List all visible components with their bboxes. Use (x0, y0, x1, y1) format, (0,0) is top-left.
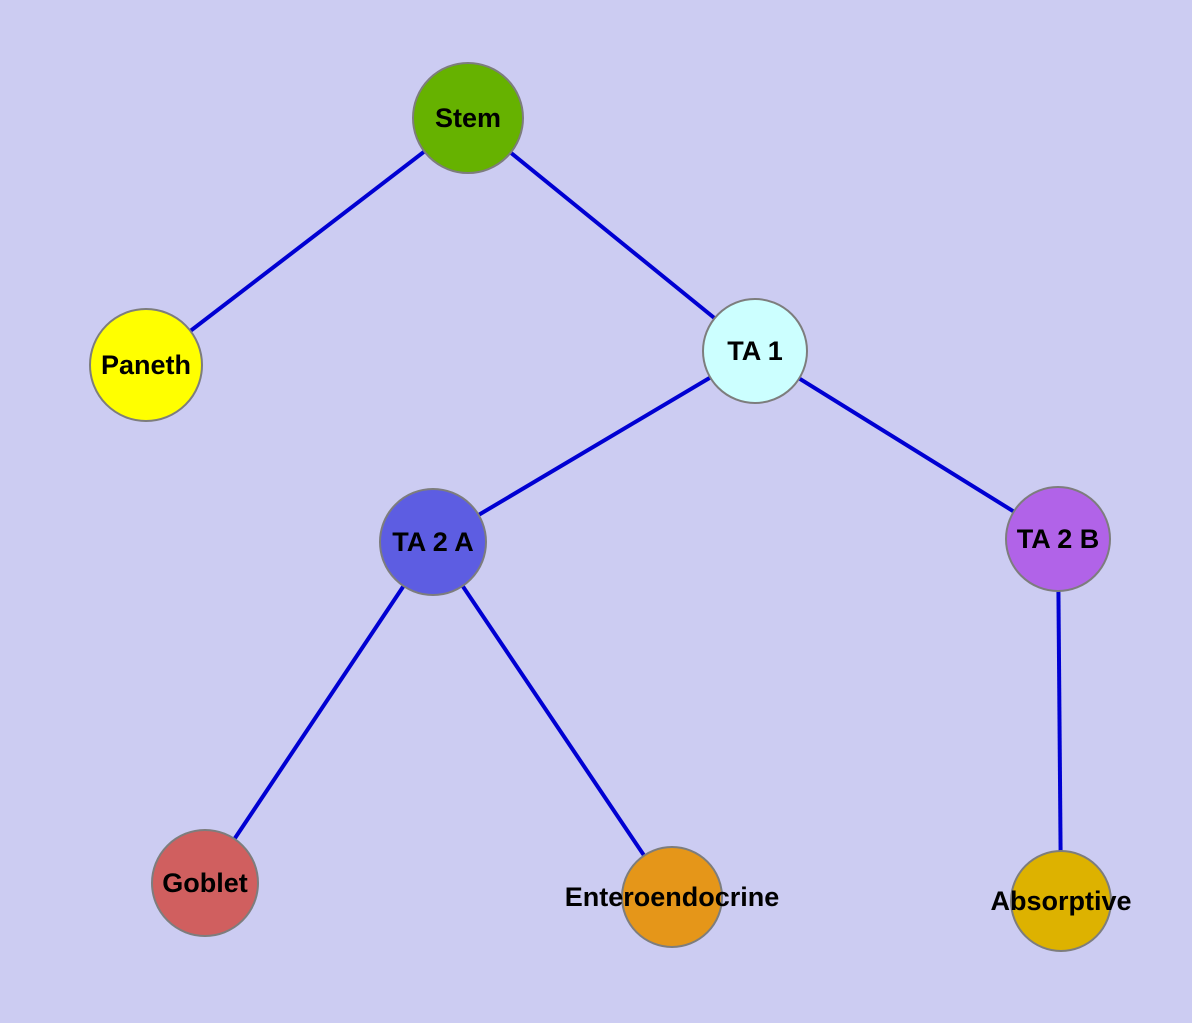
edge-ta1-ta2a[interactable] (431, 349, 757, 544)
node-paneth[interactable]: Paneth (89, 308, 203, 422)
edge-ta2b-absorptive[interactable] (1056, 538, 1063, 902)
node-ta1[interactable]: TA 1 (702, 298, 808, 404)
node-circle-absorptive[interactable] (1010, 850, 1112, 952)
node-circle-paneth[interactable] (89, 308, 203, 422)
node-circle-ta2b[interactable] (1005, 486, 1111, 592)
node-ta2a[interactable]: TA 2 A (379, 488, 487, 596)
node-circle-stem[interactable] (412, 62, 524, 174)
node-circle-enteroendocrine[interactable] (621, 846, 723, 948)
edge-ta1-ta2b[interactable] (753, 349, 1060, 541)
node-circle-goblet[interactable] (151, 829, 259, 937)
edge-ta2a-enteroendocrine[interactable] (431, 540, 674, 899)
node-goblet[interactable]: Goblet (151, 829, 259, 937)
node-circle-ta1[interactable] (702, 298, 808, 404)
node-circle-ta2a[interactable] (379, 488, 487, 596)
edge-stem-paneth[interactable] (144, 116, 470, 367)
node-stem[interactable]: Stem (412, 62, 524, 174)
node-ta2b[interactable]: TA 2 B (1005, 486, 1111, 592)
edge-ta2a-goblet[interactable] (203, 540, 435, 885)
edge-stem-ta1[interactable] (466, 116, 757, 353)
